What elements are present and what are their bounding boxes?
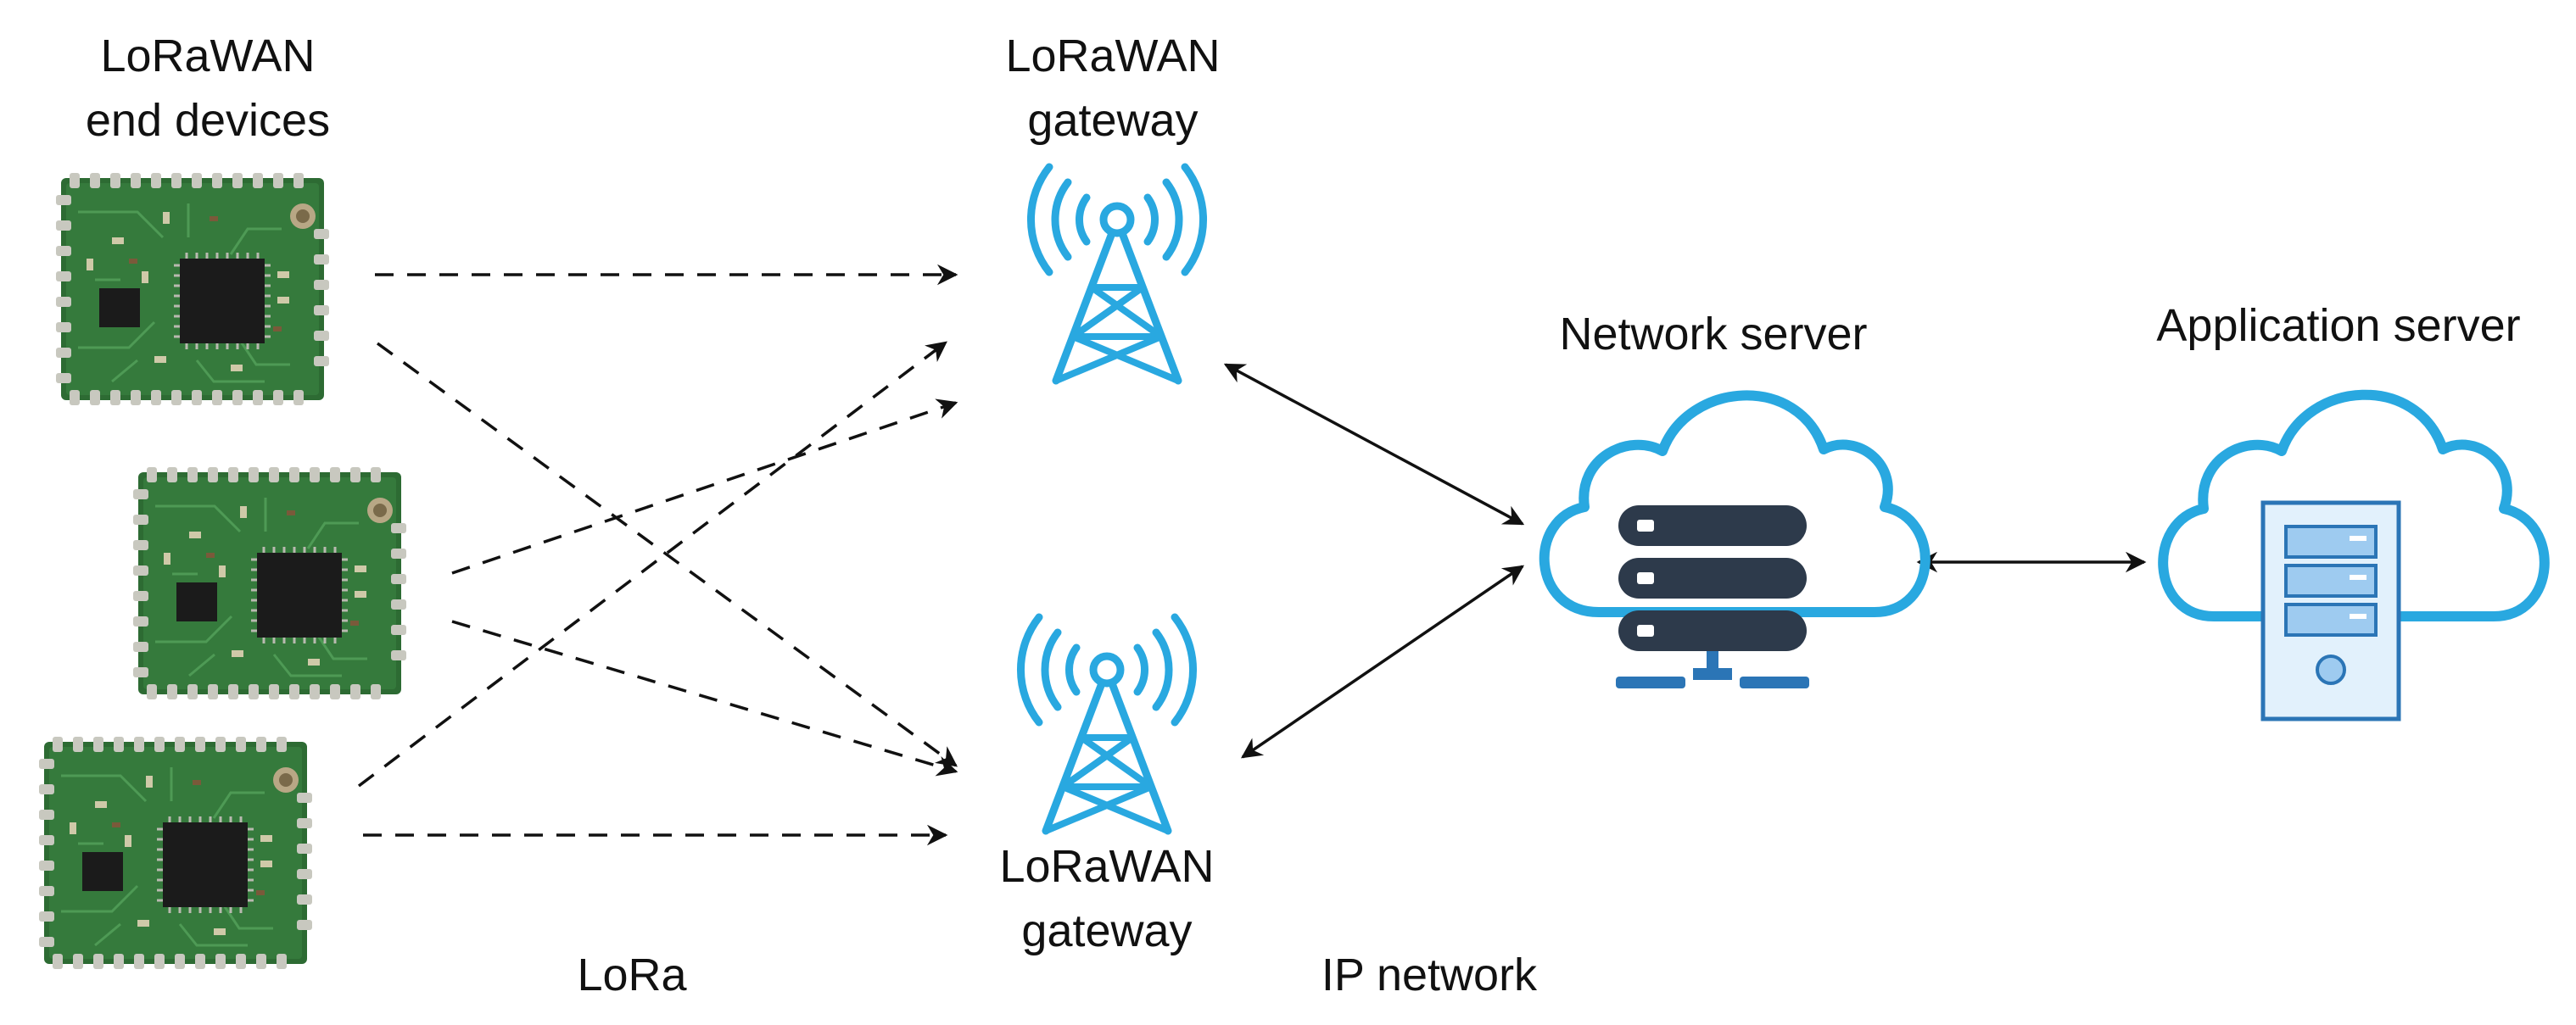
lora-link-d1-gw2	[376, 342, 958, 767]
lora-links	[357, 264, 958, 846]
gateway-bottom-title-line2: gateway	[1021, 905, 1192, 956]
end-device-1	[54, 171, 331, 407]
lora-link-label: LoRa	[577, 950, 687, 1000]
application-server-title: Application server	[2156, 300, 2520, 351]
gateway-top-title-line1: LoRaWAN	[1005, 31, 1220, 81]
network-server-cloud-icon	[1539, 390, 1931, 688]
end-devices-title-line1: LoRaWAN	[100, 31, 315, 81]
gateway-top-title-line2: gateway	[1027, 95, 1198, 146]
lora-link-d2-gw2	[451, 620, 958, 777]
application-server-cloud-icon	[2158, 389, 2550, 721]
end-device-2	[131, 465, 408, 701]
gateway-bottom-title-line1: LoRaWAN	[999, 841, 1214, 892]
lora-link-d2-gw1	[451, 398, 958, 575]
network-server-title: Network server	[1559, 309, 1867, 359]
end-devices-title-line2: end devices	[86, 95, 330, 146]
ip-network-label: IP network	[1322, 950, 1538, 1000]
ip-link-gw1-network-server	[1223, 363, 1525, 526]
gateway-top-tower-icon	[1031, 167, 1203, 381]
ip-link-gw2-network-server	[1240, 565, 1525, 759]
ip-links	[1223, 363, 2147, 759]
end-device-3	[37, 735, 314, 971]
lora-link-d3-gw1	[357, 341, 947, 788]
gateway-bottom-tower-icon	[1020, 617, 1193, 831]
